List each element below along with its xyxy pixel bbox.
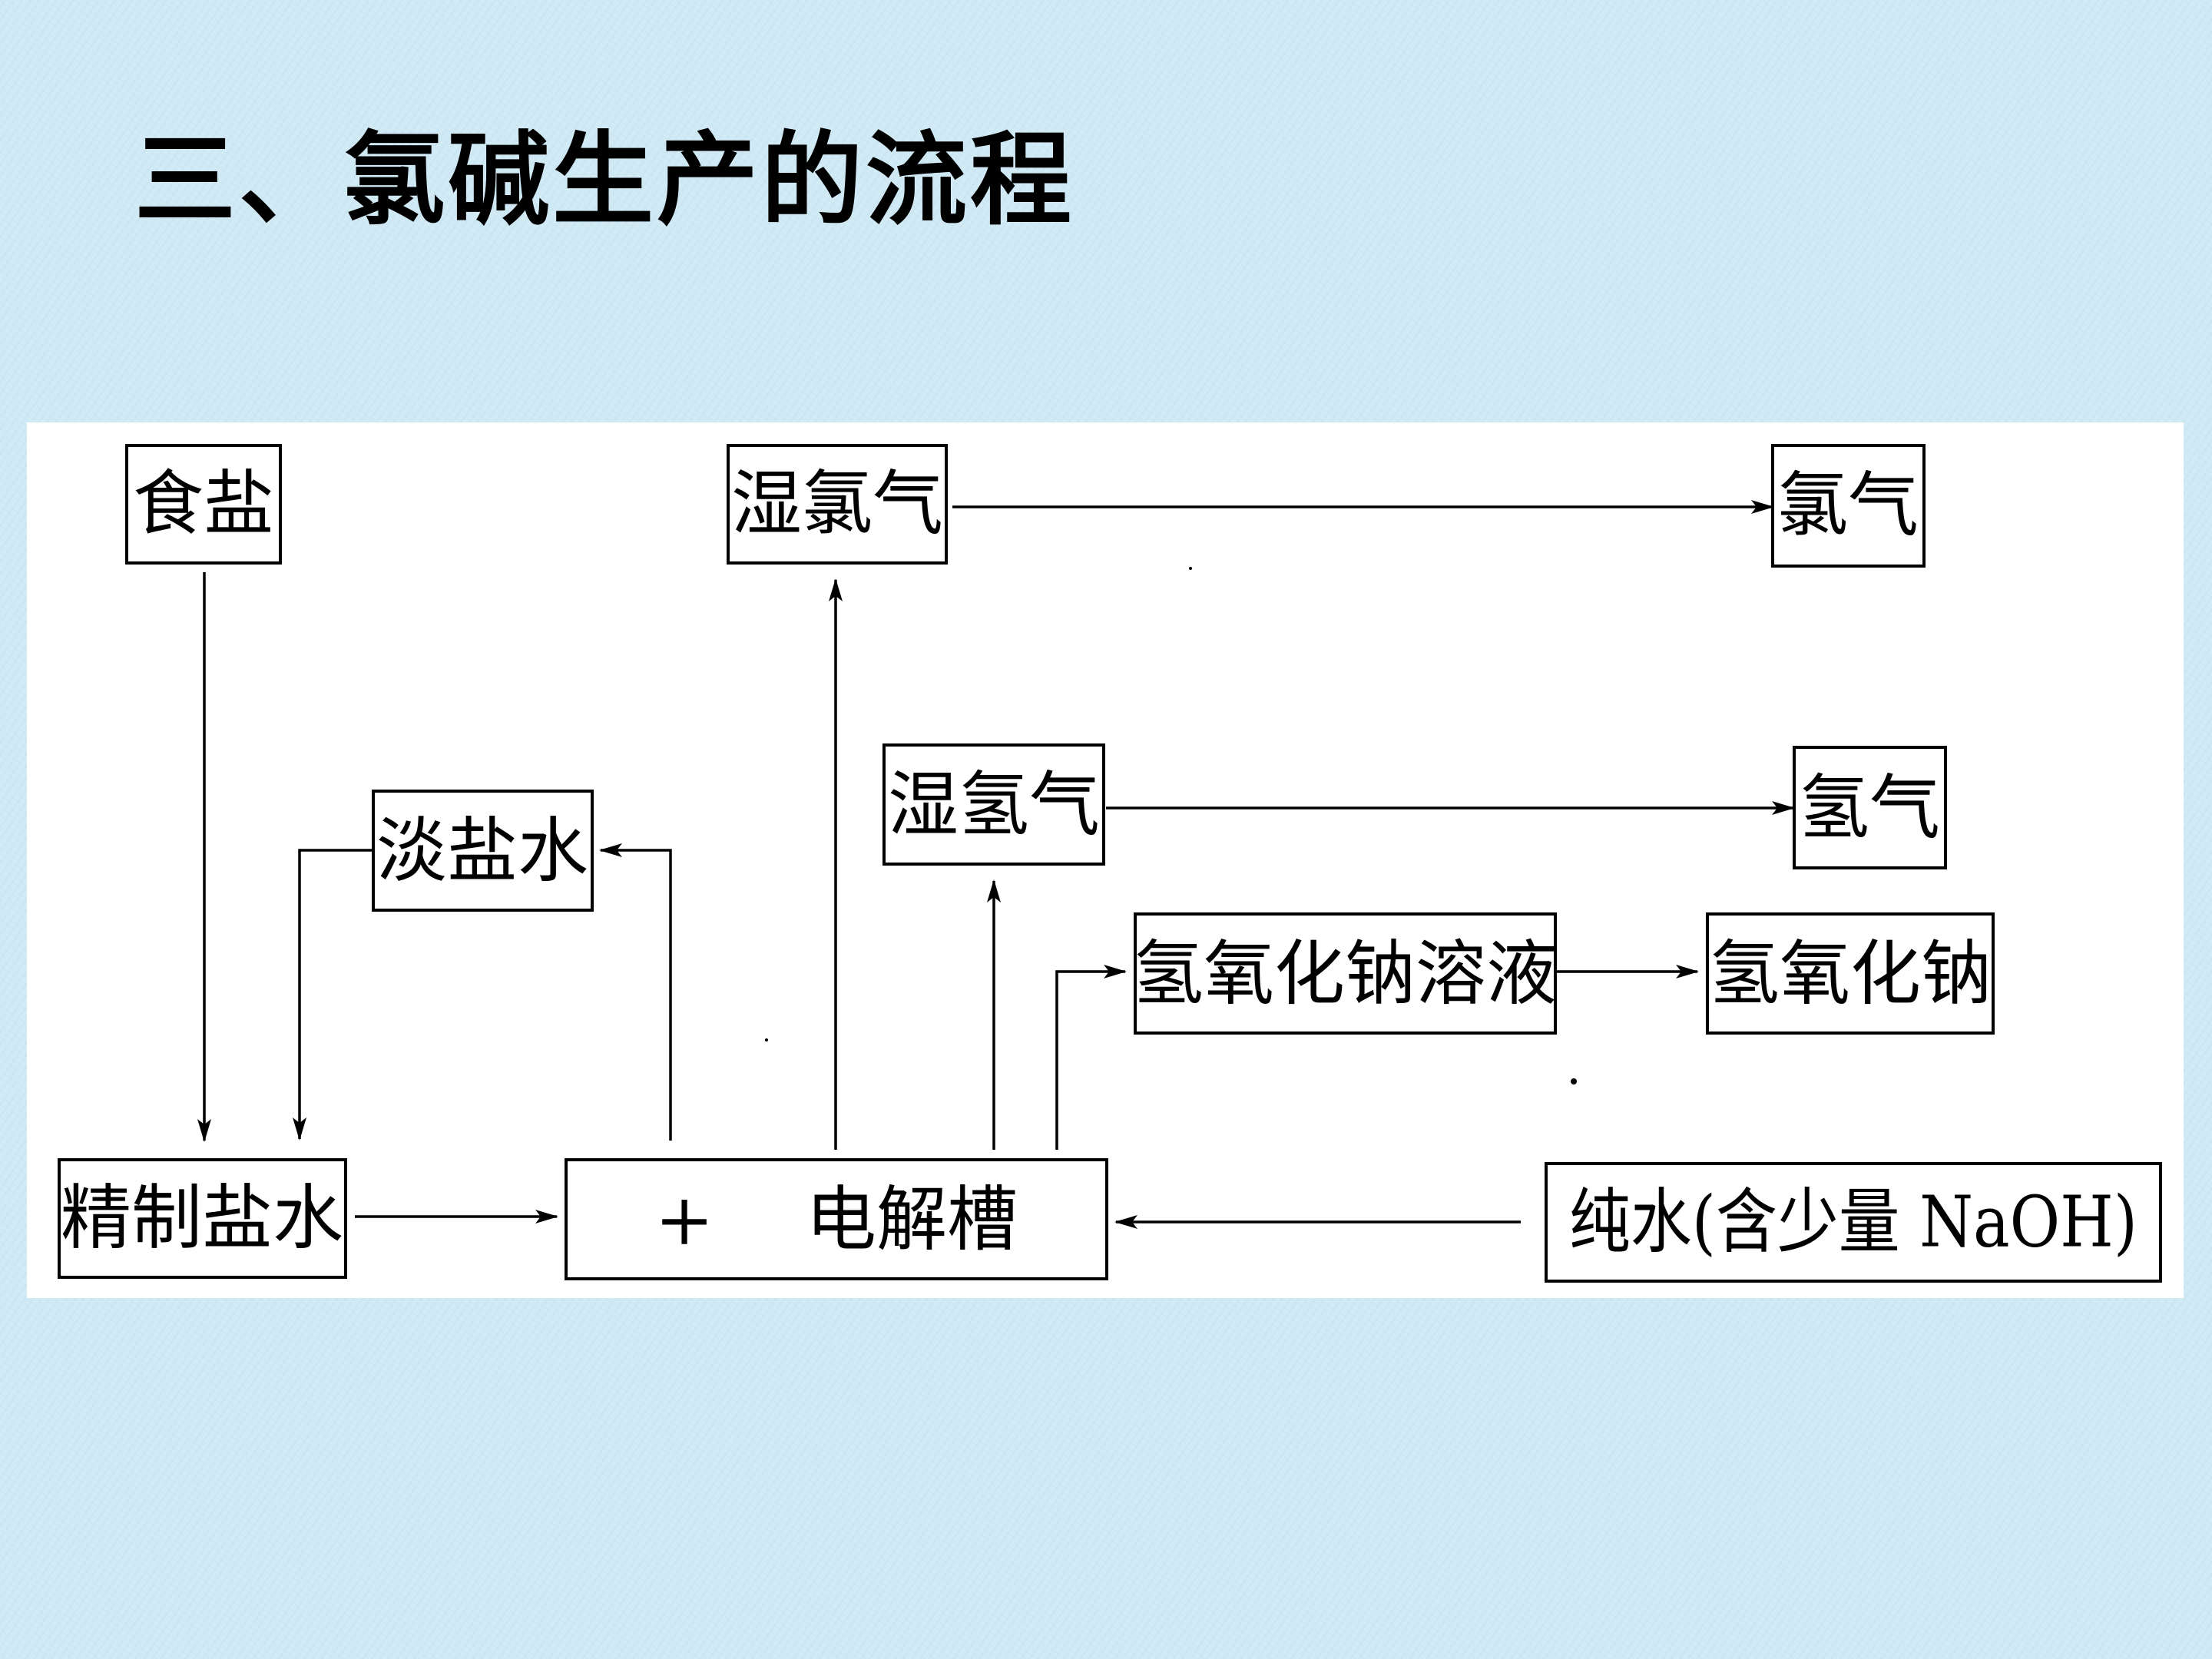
node-salt-label: 食盐 — [133, 463, 274, 545]
node-hydrogen: 氢气 — [1793, 746, 1947, 869]
node-dilute-brine: 淡盐水 — [372, 790, 594, 912]
node-chlorine: 氯气 — [1771, 444, 1926, 568]
cell-plus-sign: + — [654, 1179, 714, 1261]
node-naoh-solution: 氢氧化钠溶液 — [1133, 912, 1557, 1035]
node-refined-brine-label: 精制盐水 — [61, 1177, 343, 1260]
node-electrolytic-cell-label: 电解槽 — [806, 1179, 1018, 1261]
node-hydrogen-label: 氢气 — [1799, 767, 1940, 849]
node-pure-water-label: 纯水(含少量 NaOH) — [1569, 1181, 2137, 1263]
node-pure-water: 纯水(含少量 NaOH) — [1545, 1162, 2162, 1283]
arrow-dilute-brine-to-refined-brine — [293, 849, 373, 1141]
scan-speck — [1571, 1078, 1577, 1084]
arrow-cell-to-naoh-solution — [1055, 965, 1127, 1150]
node-wet-chlorine: 湿氯气 — [727, 444, 948, 565]
node-chlorine-label: 氯气 — [1777, 465, 1919, 547]
node-wet-hydrogen: 湿氢气 — [882, 743, 1105, 866]
node-refined-brine: 精制盐水 — [58, 1158, 347, 1279]
slide-title: 三、氯碱生产的流程 — [134, 121, 1075, 240]
arrow-cell-to-dilute-brine — [599, 843, 672, 1141]
flow-diagram-panel: 食盐 湿氯气 氯气 湿氢气 氢气 淡盐水 氢氧化钠溶 — [27, 422, 2184, 1298]
node-wet-hydrogen-label: 湿氢气 — [888, 764, 1100, 846]
node-salt: 食盐 — [125, 444, 282, 565]
node-naoh-solution-label: 氢氧化钠溶液 — [1133, 933, 1557, 1015]
node-naoh-label: 氢氧化钠 — [1709, 933, 1992, 1015]
flow-diagram: 食盐 湿氯气 氯气 湿氢气 氢气 淡盐水 氢氧化钠溶 — [58, 444, 2162, 1283]
scan-speck — [1189, 567, 1192, 570]
node-electrolytic-cell: + 电解槽 — [565, 1158, 1108, 1280]
scan-speck — [765, 1038, 768, 1041]
node-wet-chlorine-label: 湿氯气 — [731, 463, 943, 545]
node-dilute-brine-label: 淡盐水 — [376, 810, 588, 892]
node-naoh: 氢氧化钠 — [1706, 912, 1995, 1035]
